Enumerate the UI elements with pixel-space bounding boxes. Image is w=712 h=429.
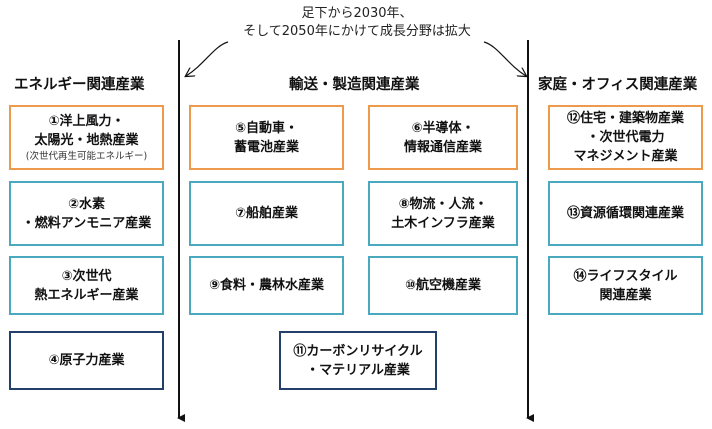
box-label-line: 土木インフラ産業 — [391, 215, 495, 231]
industry-box-carbon-recycling: ⑪カーボンリサイクル ・マテリアル産業 — [279, 331, 437, 390]
industry-box-shipbuilding: ⑦船舶産業 — [189, 181, 344, 246]
box-label-line: ③次世代 — [61, 268, 112, 284]
curve-arrow-right — [483, 41, 526, 76]
industry-box-aircraft: ⑩航空機産業 — [368, 256, 518, 315]
energy-column-heading: エネルギー関連産業 — [14, 77, 145, 93]
industry-box-automobile: ⑤自動車・ 蓄電池産業 — [189, 105, 344, 170]
industry-box-hydrogen: ②水素 ・燃料アンモニア産業 — [9, 181, 164, 246]
growth-caption-line1: 足下から2030年、 — [301, 6, 413, 21]
box-label-line: ⑧物流・人流・ — [398, 196, 488, 212]
box-label-line: ⑭ライフスタイル — [573, 268, 678, 284]
industry-box-lifestyle: ⑭ライフスタイル 関連産業 — [548, 256, 703, 315]
box-label-line: ・次世代電力 — [586, 130, 665, 145]
box-label-line: 太陽光・地熱産業 — [34, 133, 139, 148]
growth-caption: 足下から2030年、 そして2050年にかけて成長分野は拡大 — [200, 5, 514, 41]
home-column-heading: 家庭・オフィス関連産業 — [538, 77, 698, 93]
industry-box-semiconductor: ⑥半導体・ 情報通信産業 — [368, 105, 518, 170]
industry-box-housing: ⑫住宅・建築物産業 ・次世代電力 マネジメント産業 — [548, 105, 703, 170]
box-label-line: ⑤自動車・ — [234, 120, 298, 136]
box-label-line: 関連産業 — [599, 287, 652, 303]
box-label-line: ⑦船舶産業 — [234, 206, 298, 221]
box-subnote: (次世代再生可能エネルギー) — [25, 151, 148, 162]
box-label-line: ②水素 — [67, 196, 105, 212]
box-label-line: ⑩航空機産業 — [404, 278, 481, 293]
box-label-line: 熱エネルギー産業 — [34, 287, 139, 303]
box-label-line: ⑬資源循環関連産業 — [566, 206, 684, 221]
box-label-line: ⑨食料・農林水産業 — [208, 278, 324, 293]
transport-column-heading: 輸送・製造関連産業 — [289, 77, 420, 93]
industry-box-heat-energy: ③次世代 熱エネルギー産業 — [9, 256, 164, 315]
industry-box-food-agriculture: ⑨食料・農林水産業 — [189, 256, 344, 315]
growth-caption-line2: そして2050年にかけて成長分野は拡大 — [243, 24, 471, 39]
box-label-line: ・マテリアル産業 — [306, 362, 410, 378]
box-label-line: ①洋上風力・ — [48, 114, 125, 129]
box-label-line: ④原子力産業 — [48, 353, 125, 368]
industry-box-nuclear: ④原子力産業 — [9, 331, 164, 390]
box-label-line: ⑫住宅・建築物産業 — [566, 111, 684, 126]
box-label-line: ・燃料アンモニア産業 — [21, 215, 152, 231]
box-label-line: マネジメント産業 — [573, 149, 678, 164]
box-label-line: ⑪カーボンリサイクル — [293, 343, 423, 359]
box-label-line: 情報通信産業 — [403, 139, 482, 155]
industry-box-resource-circulation: ⑬資源循環関連産業 — [548, 181, 703, 246]
industry-box-logistics: ⑧物流・人流・ 土木インフラ産業 — [368, 181, 518, 246]
industry-box-offshore-wind: ①洋上風力・ 太陽光・地熱産業 (次世代再生可能エネルギー) — [9, 105, 164, 170]
box-label-line: ⑥半導体・ — [411, 120, 475, 136]
curve-arrow-left — [186, 41, 229, 76]
box-label-line: 蓄電池産業 — [233, 139, 299, 155]
